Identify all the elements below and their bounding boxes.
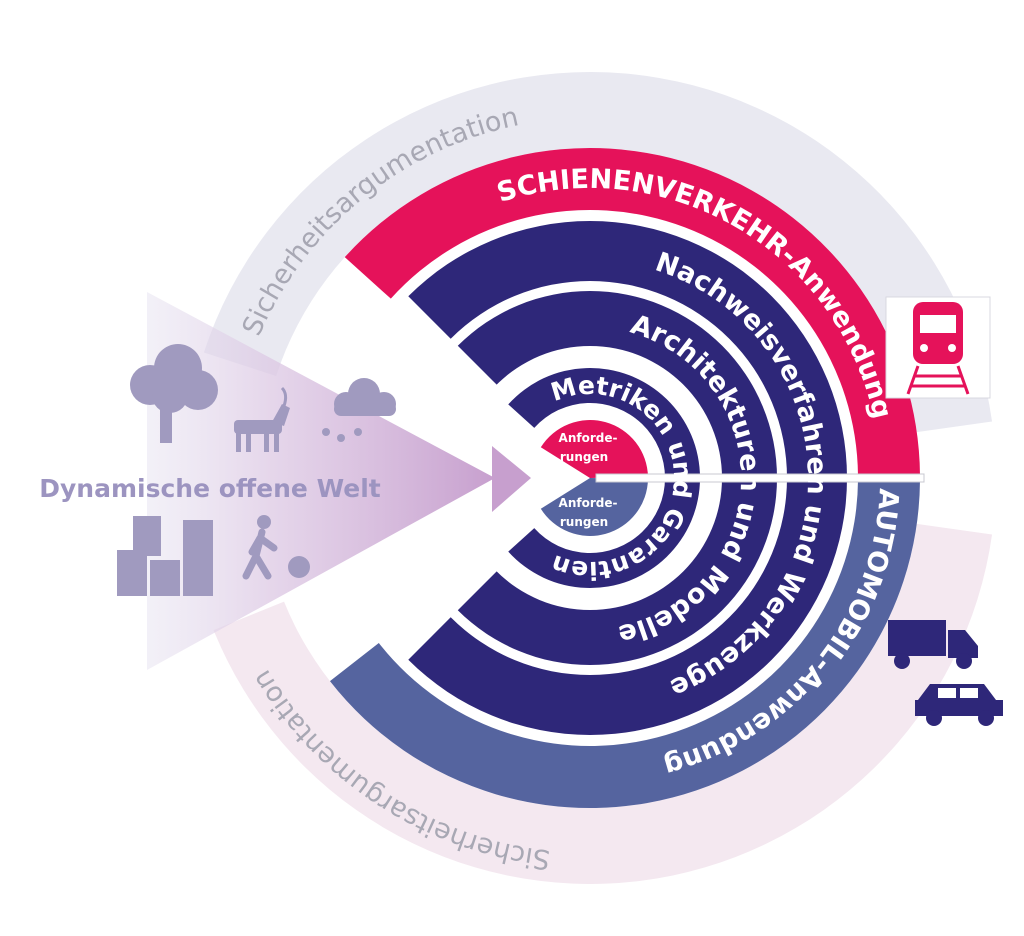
rail-auto-divider (595, 473, 925, 483)
architectures-models-ring (457, 291, 777, 665)
safety-argument-ring-bottom (213, 523, 993, 884)
auto-requirements-label-1: Anforde- (559, 496, 618, 510)
train-icon (885, 296, 991, 399)
safety-argument-ring-top (203, 71, 993, 433)
rail-requirements-label-1: Anforde- (559, 431, 618, 445)
rail-application-ring (344, 147, 920, 476)
rain-cloud-icon (322, 378, 396, 442)
pedestrian-icon (242, 515, 278, 580)
car-icon (915, 684, 1003, 726)
tree-icon (130, 344, 218, 443)
metrics-guarantees-ring (508, 367, 701, 588)
rail-requirements-label-2: rungen (560, 450, 608, 464)
arrow-head (492, 446, 531, 512)
automotive-requirements-core (540, 478, 648, 536)
verification-tools-ring (408, 220, 847, 735)
buildings-icon (117, 516, 213, 596)
deer-icon (234, 386, 290, 452)
open-world-title: Dynamische offene Welt (39, 474, 381, 503)
open-world-wedge (147, 292, 531, 670)
automotive-application-ring (329, 480, 920, 808)
auto-requirements-label-2: rungen (560, 515, 608, 529)
world-cone (147, 292, 495, 670)
ball-icon (288, 556, 310, 578)
truck-icon (888, 620, 978, 669)
rail-requirements-core (540, 420, 648, 478)
